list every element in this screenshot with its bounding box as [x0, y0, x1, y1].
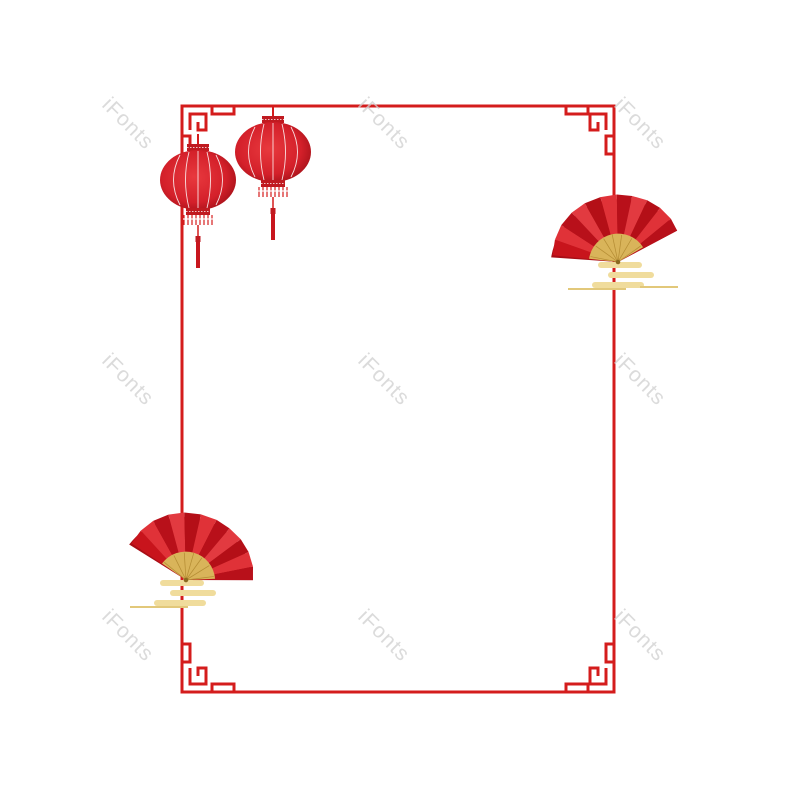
cloud-icon [568, 262, 678, 290]
frame-corner-bottom-left [180, 642, 236, 694]
cloud-icon [130, 580, 216, 608]
lantern-icon [234, 105, 312, 241]
frame-border [180, 104, 616, 694]
frame-corner-bottom-right [564, 642, 616, 694]
frame-corner-top-right [564, 104, 616, 156]
lantern-icon [159, 133, 237, 269]
frame-outline [180, 104, 616, 694]
